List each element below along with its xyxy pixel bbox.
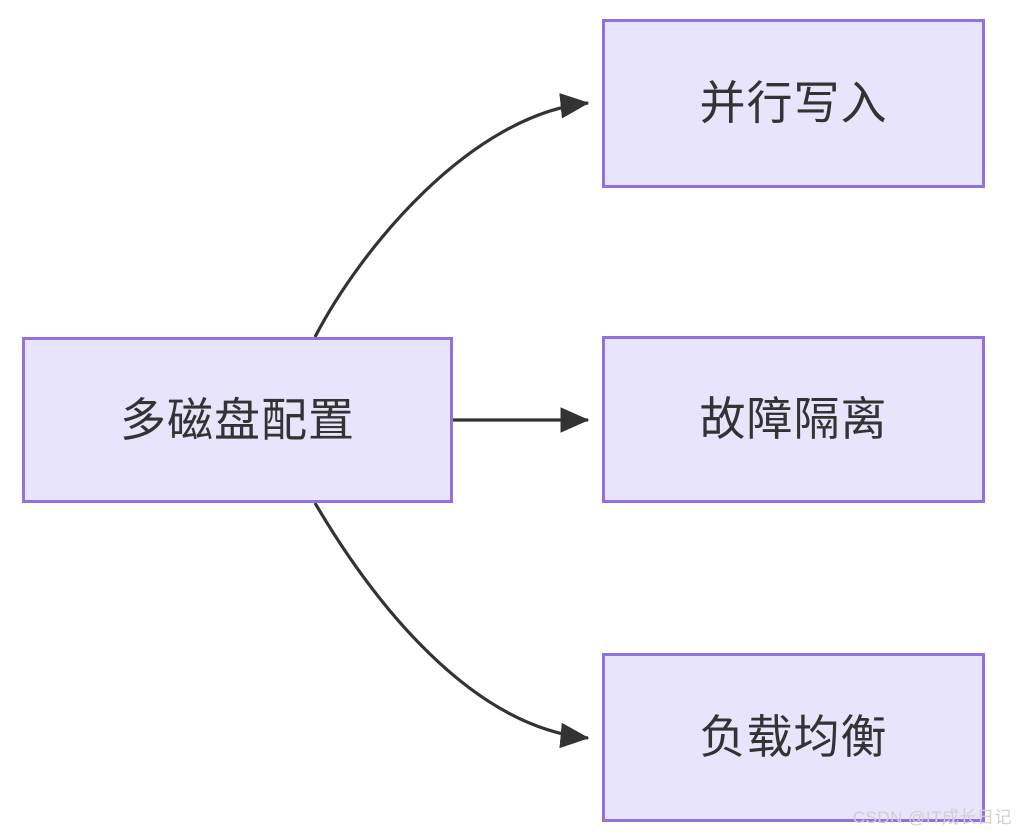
edge-source-to-load-balance bbox=[313, 502, 590, 749]
node-parallel-write[interactable]: 并行写入 bbox=[602, 19, 985, 188]
node-parallel-write-label: 并行写入 bbox=[699, 77, 888, 130]
node-source[interactable]: 多磁盘配置 bbox=[22, 337, 453, 503]
node-fault-isolation-label: 故障隔离 bbox=[699, 393, 888, 446]
edge-source-to-parallel-write bbox=[313, 93, 590, 338]
node-load-balance[interactable]: 负载均衡 bbox=[602, 653, 985, 822]
node-source-label: 多磁盘配置 bbox=[120, 393, 355, 446]
node-load-balance-label: 负载均衡 bbox=[699, 711, 888, 764]
node-fault-isolation[interactable]: 故障隔离 bbox=[602, 336, 985, 503]
